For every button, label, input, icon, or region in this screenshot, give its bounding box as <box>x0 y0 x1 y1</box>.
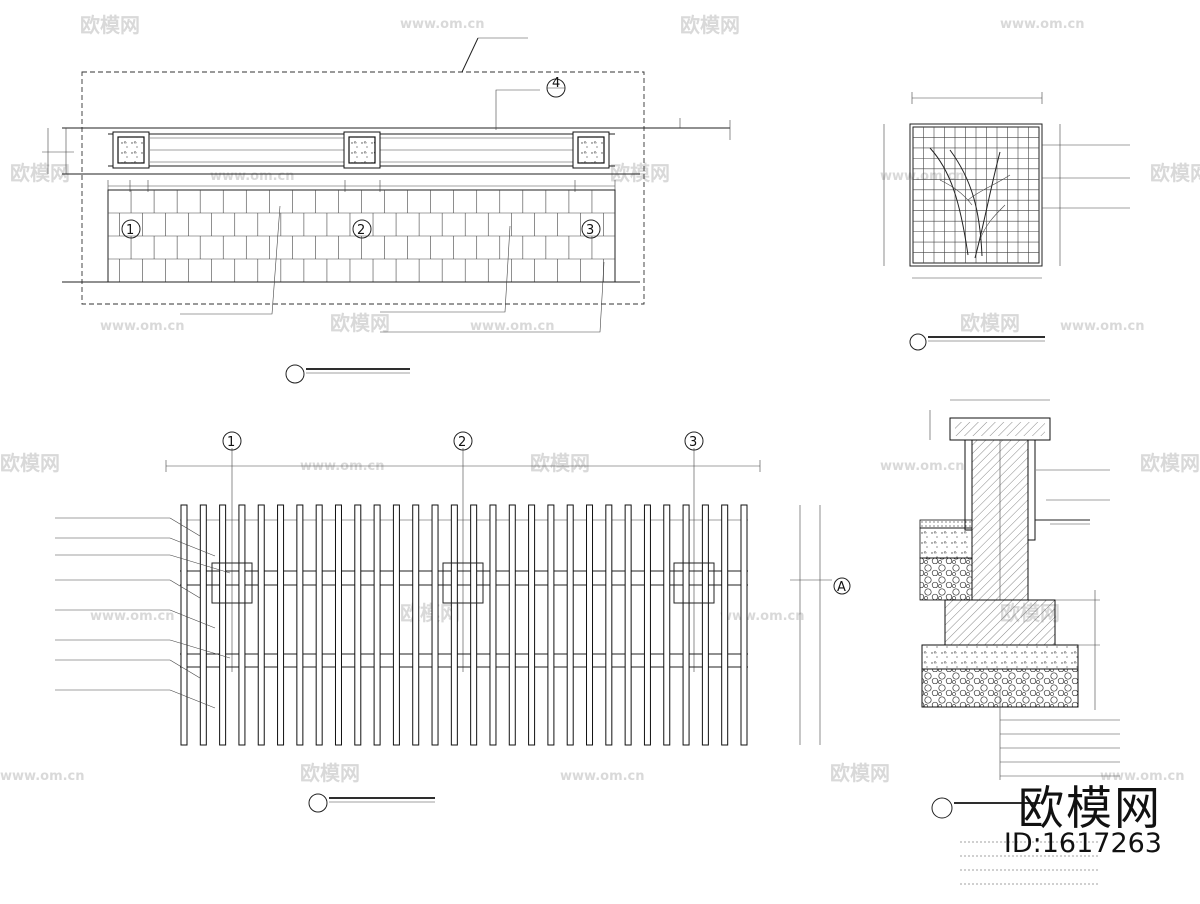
watermark: 欧模网 <box>960 311 1020 335</box>
watermark: 欧模网 <box>530 451 590 475</box>
watermark: www.om.cn <box>300 459 385 474</box>
watermark: www.om.cn <box>1000 17 1085 32</box>
watermark: www.om.cn <box>560 769 645 784</box>
watermark-layer: 欧模网 www.om.cn 欧模网 www.om.cn 欧模网 www.om.cn 欧模网 w… <box>0 13 1200 785</box>
roof-grid-marker-1: 1 <box>227 435 235 450</box>
watermark: www.om.cn <box>470 319 555 334</box>
watermark: 欧模网 <box>680 13 740 37</box>
roof-plan-view: A 1 2 3 <box>55 431 851 813</box>
watermark: 欧模网 <box>300 761 360 785</box>
brand-logo: 欧模网 <box>1018 781 1162 835</box>
grid-marker-3: 3 <box>586 223 594 238</box>
axis-marker-a: A <box>837 580 846 595</box>
watermark: www.om.cn <box>90 609 175 624</box>
watermark: www.om.cn <box>100 319 185 334</box>
watermark: 欧模网 <box>1150 161 1200 185</box>
section-view <box>919 399 1120 885</box>
watermark: 欧模网 <box>0 451 60 475</box>
svg-text:4: 4 <box>552 76 560 91</box>
roof-grid-marker-2: 2 <box>458 435 466 450</box>
watermark: www.om.cn <box>1100 769 1185 784</box>
watermark: www.om.cn <box>720 609 805 624</box>
watermark: 欧模网 <box>1140 451 1200 475</box>
watermark: www.om.cn <box>400 17 485 32</box>
watermark: 欧模网 <box>80 13 140 37</box>
watermark: www.om.cn <box>880 459 965 474</box>
watermark: 欧模网 <box>10 161 70 185</box>
watermark: 欧模网 <box>400 601 460 625</box>
screen-detail-view <box>883 92 1130 351</box>
grid-marker-1: 1 <box>126 223 134 238</box>
roof-grid-marker-3: 3 <box>689 435 697 450</box>
grid-marker-2: 2 <box>357 223 365 238</box>
model-id-label: ID:1617263 <box>1003 828 1162 859</box>
watermark: 欧模网 <box>610 161 670 185</box>
watermark: www.om.cn <box>210 169 295 184</box>
watermark: 欧模网 <box>330 311 390 335</box>
watermark: www.om.cn <box>880 169 965 184</box>
watermark: 欧模网 <box>830 761 890 785</box>
watermark: www.om.cn <box>1060 319 1145 334</box>
watermark: www.om.cn <box>0 769 85 784</box>
plan-view: 4 1 2 3 <box>42 37 731 384</box>
